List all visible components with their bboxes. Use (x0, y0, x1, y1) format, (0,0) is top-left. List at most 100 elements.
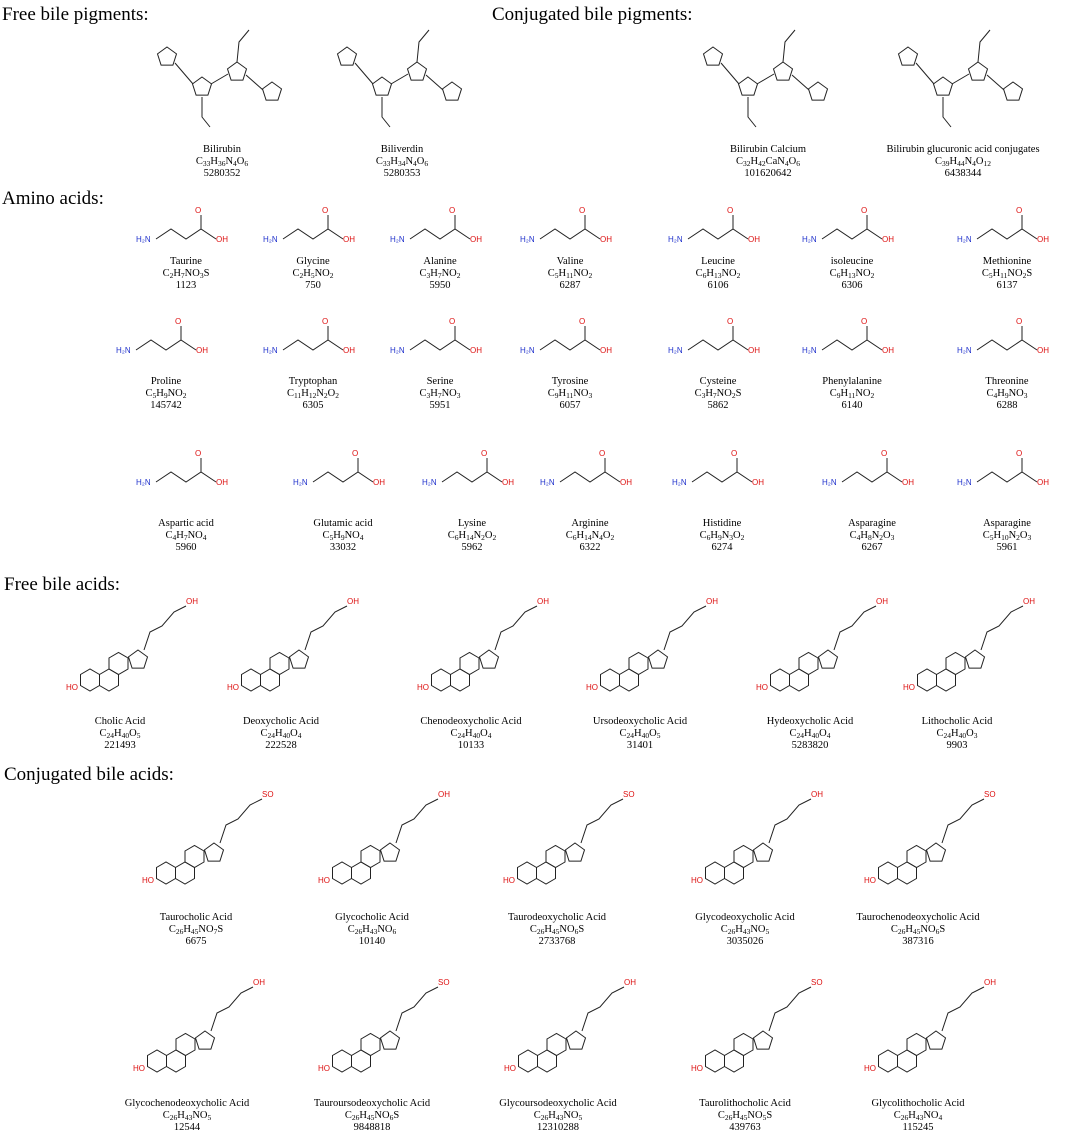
compound-formula: C5H10N2O3 (982, 530, 1032, 542)
compound-cid: 1123 (175, 280, 197, 291)
compound-formula: C33H34N4O6 (375, 156, 429, 168)
svg-text:HO: HO (417, 683, 429, 692)
svg-text:OH: OH (1037, 235, 1049, 244)
svg-text:H₂N: H₂N (263, 346, 278, 355)
svg-text:O: O (861, 206, 867, 215)
svg-text:OH: OH (600, 346, 612, 355)
svg-text:OH: OH (752, 478, 764, 487)
svg-text:H₂N: H₂N (390, 346, 405, 355)
compound-cid: 6305 (302, 400, 324, 411)
compound-cid: 222528 (265, 740, 297, 751)
svg-text:O: O (861, 317, 867, 326)
compound-name: Bilirubin Calcium (729, 144, 807, 155)
section-title-conjugated-bile-acids: Conjugated bile acids: (4, 764, 174, 785)
svg-text:H₂N: H₂N (116, 346, 131, 355)
svg-text:O: O (1016, 317, 1022, 326)
compound-cid: 12310288 (537, 1122, 579, 1133)
svg-text:H₂N: H₂N (802, 346, 817, 355)
compound-name: Glycine (296, 256, 330, 267)
svg-text:OH: OH (748, 346, 760, 355)
svg-text:O: O (449, 206, 455, 215)
compound-formula: C26H43NO5 (162, 1110, 212, 1122)
compound-cid: 6106 (707, 280, 729, 291)
compound-formula: C5H9NO4 (322, 530, 364, 542)
compound-cid: 5961 (996, 542, 1018, 553)
bilirubin-glucuronic-acid-conjugates-structure (897, 29, 1024, 128)
svg-text:H₂N: H₂N (540, 478, 555, 487)
svg-text:OH: OH (196, 346, 208, 355)
compound-cid: 5962 (461, 542, 483, 553)
svg-text:H₂N: H₂N (136, 235, 151, 244)
svg-text:OH: OH (373, 478, 385, 487)
compound-cid: 6288 (996, 400, 1018, 411)
svg-text:O: O (1016, 206, 1022, 215)
svg-text:H₂N: H₂N (390, 235, 405, 244)
svg-text:OH: OH (600, 235, 612, 244)
compound-formula: C6H14N4O2 (565, 530, 615, 542)
compound-formula: C9H11NO3 (547, 388, 593, 400)
svg-text:O: O (579, 317, 585, 326)
compound-cid: 221493 (104, 740, 136, 751)
compound-name: Asparagine (983, 518, 1031, 529)
compound-cid: 387316 (902, 936, 934, 947)
svg-text:O: O (727, 317, 733, 326)
compound-formula: C6H9N3O2 (699, 530, 745, 542)
compound-formula: C26H45NO7S (168, 924, 224, 936)
compound-formula: C33H36N4O6 (195, 156, 249, 168)
svg-text:HO: HO (142, 876, 154, 885)
compound-formula: C26H43NO5 (533, 1110, 583, 1122)
compound-cid: 6057 (559, 400, 581, 411)
svg-text:OH: OH (216, 478, 228, 487)
svg-text:H₂N: H₂N (263, 235, 278, 244)
compound-name: Tryptophan (288, 376, 338, 387)
svg-text:HO: HO (756, 683, 768, 692)
svg-text:OH: OH (343, 346, 355, 355)
compound-cid: 3035026 (726, 936, 764, 947)
compound-name: Glycochenodeoxycholic Acid (124, 1098, 250, 1109)
svg-text:OH: OH (748, 235, 760, 244)
svg-text:H₂N: H₂N (672, 478, 687, 487)
compound-cid: 750 (305, 280, 321, 291)
compound-name: Taurine (170, 256, 202, 267)
compound-formula: C4H7NO4 (165, 530, 207, 542)
compound-formula: C26H43NO6 (347, 924, 397, 936)
compound-name: Glutamic acid (313, 518, 373, 529)
compound-cid: 6287 (559, 280, 581, 291)
compound-name: Proline (150, 376, 182, 387)
svg-text:O: O (322, 317, 328, 326)
svg-text:OH: OH (882, 235, 894, 244)
svg-text:H₂N: H₂N (422, 478, 437, 487)
compound-cid: 6438344 (944, 168, 982, 179)
biliverdin-structure (336, 29, 463, 128)
svg-text:SO: SO (811, 978, 823, 987)
compound-cid: 6306 (841, 280, 863, 291)
compound-formula: C9H11NO2 (829, 388, 875, 400)
compound-name: Lysine (458, 518, 486, 529)
compound-cid: 5280352 (203, 168, 241, 179)
